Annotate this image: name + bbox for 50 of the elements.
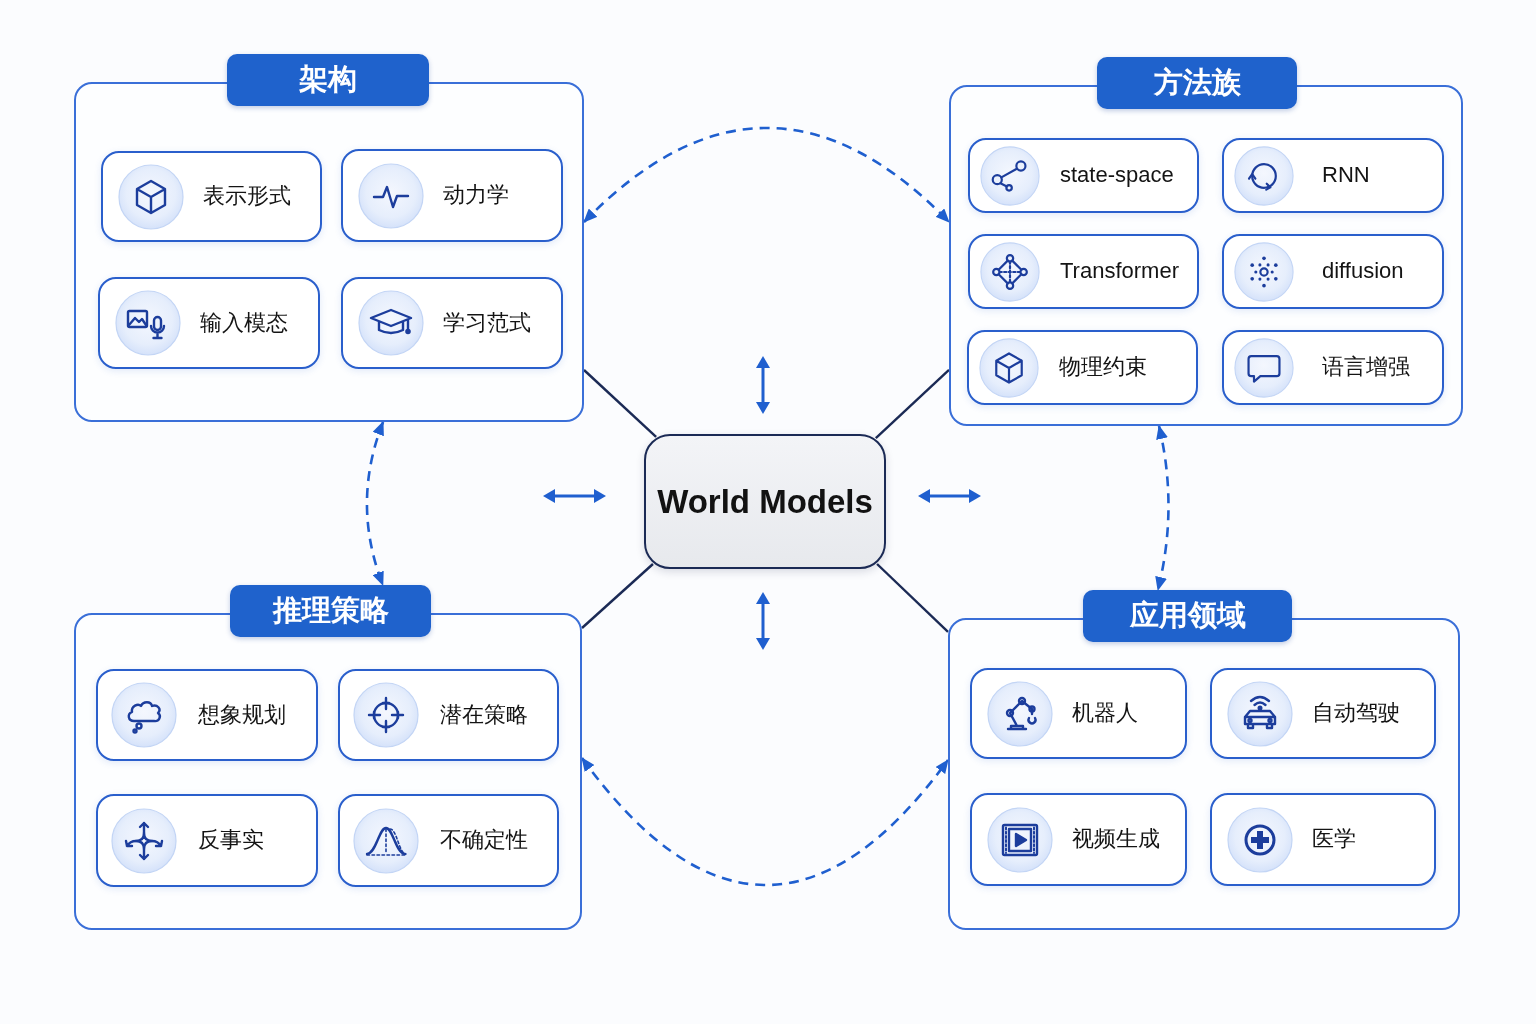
topic-card — [1222, 138, 1444, 213]
topic-label: 语言增强 — [1322, 354, 1410, 381]
topic-card — [101, 151, 322, 242]
topic-label: state-space — [1060, 162, 1174, 189]
topic-label: 学习范式 — [443, 309, 531, 337]
central-title: World Models — [657, 482, 873, 521]
topic-card — [338, 794, 559, 887]
topic-card — [970, 793, 1187, 886]
dashed-double-arrow — [583, 126, 950, 223]
central-box — [644, 434, 886, 569]
section-title: 架构 — [227, 54, 429, 106]
topic-label: 机器人 — [1072, 700, 1138, 727]
section-title: 方法族 — [1097, 57, 1297, 109]
section-title: 推理策略 — [230, 585, 431, 637]
topic-card — [338, 669, 559, 761]
topic-card — [96, 794, 318, 887]
connector-line — [876, 563, 949, 633]
topic-card — [967, 330, 1198, 405]
topic-card — [341, 149, 563, 242]
topic-card — [1222, 330, 1444, 405]
topic-card — [1222, 234, 1444, 309]
topic-label: 潜在策略 — [440, 701, 528, 729]
topic-label: 想象规划 — [198, 701, 286, 729]
topic-label: 不确定性 — [440, 827, 528, 854]
topic-card — [1210, 793, 1436, 886]
topic-card — [968, 234, 1199, 309]
connector-line — [875, 369, 950, 439]
topic-card — [96, 669, 318, 761]
section-title: 应用领域 — [1083, 590, 1292, 642]
topic-label: diffusion — [1322, 258, 1404, 285]
topic-card — [968, 138, 1199, 213]
topic-label: 动力学 — [443, 182, 509, 209]
topic-card — [341, 277, 563, 369]
topic-label: 视频生成 — [1072, 826, 1160, 853]
topic-label: 自动驾驶 — [1312, 700, 1400, 727]
topic-card — [970, 668, 1187, 759]
topic-card — [98, 277, 320, 369]
dashed-double-arrow — [1155, 425, 1170, 591]
connector-line — [583, 369, 657, 438]
topic-label: 反事实 — [198, 827, 264, 854]
topic-label: Transformer — [1060, 258, 1179, 285]
dashed-double-arrow — [365, 421, 385, 586]
topic-label: 表示形式 — [203, 183, 291, 210]
topic-label: RNN — [1322, 162, 1370, 189]
topic-label: 物理约束 — [1059, 354, 1147, 381]
connector-line — [581, 563, 654, 629]
topic-label: 输入模态 — [200, 309, 288, 337]
topic-card — [1210, 668, 1436, 759]
dashed-double-arrow — [580, 757, 949, 887]
topic-label: 医学 — [1312, 826, 1356, 853]
